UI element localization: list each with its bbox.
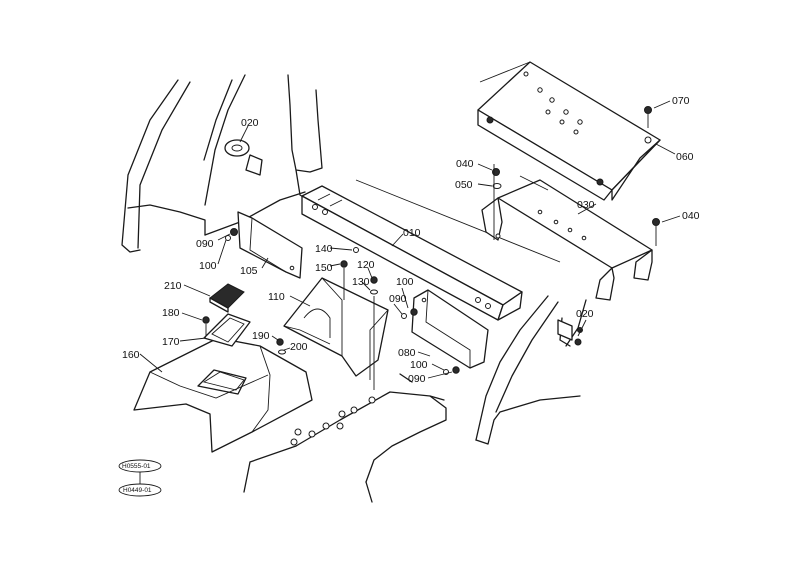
label-090-lower: 090 — [408, 373, 426, 385]
part-020-bracket-left — [224, 139, 263, 176]
leader-lines — [139, 100, 681, 379]
label-090-left: 090 — [196, 238, 214, 250]
ref-code-1: H0555-01 — [122, 463, 151, 470]
label-110: 110 — [268, 291, 285, 303]
label-080: 080 — [398, 347, 416, 359]
label-010: 010 — [403, 227, 421, 239]
label-020-left: 020 — [241, 117, 259, 129]
part-010-cross-member — [301, 179, 561, 321]
part-030-bracket — [481, 175, 653, 301]
label-150: 150 — [315, 262, 333, 274]
label-060: 060 — [676, 151, 694, 163]
label-050: 050 — [455, 179, 473, 191]
label-120: 120 — [357, 259, 375, 271]
part-080-side-plate — [411, 289, 489, 369]
label-020-right: 020 — [576, 308, 594, 320]
label-190: 190 — [252, 330, 270, 342]
ref-badge-2 — [118, 483, 162, 497]
left-fender-outline — [121, 74, 323, 253]
label-100-mid: 100 — [396, 276, 414, 288]
part-105-side-plate — [237, 211, 303, 279]
label-040-top: 040 — [456, 158, 474, 170]
right-fender-outline — [475, 295, 587, 445]
label-130: 130 — [352, 276, 370, 288]
label-140: 140 — [315, 243, 333, 255]
label-040-right: 040 — [682, 210, 700, 222]
label-200: 200 — [290, 341, 308, 353]
label-030: 030 — [577, 199, 595, 211]
reference-codes: H0555-01 H0449-01 — [118, 459, 162, 497]
label-160: 160 — [122, 349, 140, 361]
part-060-top-cover — [477, 61, 661, 201]
part-170-pedal-pad — [203, 313, 251, 347]
ref-code-2: H0449-01 — [123, 487, 152, 494]
label-090-mid: 090 — [389, 293, 407, 305]
part-110-tunnel-cover — [283, 277, 389, 380]
label-210: 210 — [164, 280, 182, 292]
label-180: 180 — [162, 307, 180, 319]
label-105: 105 — [240, 265, 258, 277]
lower-frame-outline — [243, 373, 447, 503]
label-170: 170 — [162, 336, 180, 348]
label-100-left: 100 — [199, 260, 217, 272]
part-210-grip-pad — [209, 283, 245, 313]
label-070: 070 — [672, 95, 690, 107]
part-number-labels: 020 070 060 040 050 030 040 010 090 100 … — [122, 95, 700, 385]
part-020-bracket-right — [557, 319, 582, 346]
part-160-floor-plate — [133, 337, 313, 453]
label-100-lower: 100 — [410, 359, 428, 371]
